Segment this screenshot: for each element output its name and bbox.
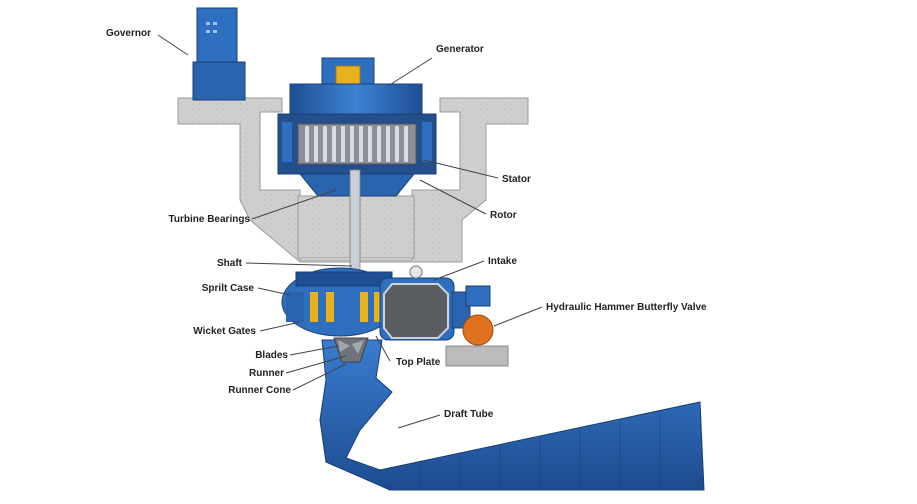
label-shaft: Shaft — [217, 258, 242, 269]
label-generator: Generator — [436, 44, 484, 55]
label-runner-cone: Runner Cone — [228, 385, 291, 396]
label-wicket-gates: Wicket Gates — [193, 326, 256, 337]
label-draft-tube: Draft Tube — [444, 409, 494, 420]
label-blades: Blades — [255, 350, 288, 361]
turbine-shaft — [349, 169, 361, 271]
butterfly-valve — [445, 285, 509, 367]
governor-cabinet — [192, 7, 246, 101]
label-butterfly-valve: Hydraulic Hammer Butterfly Valve — [546, 302, 707, 313]
label-stator: Stator — [502, 174, 531, 185]
label-top-plate: Top Plate — [396, 357, 441, 368]
label-rotor: Rotor — [490, 210, 517, 221]
runner — [333, 337, 369, 363]
spiral-case — [281, 267, 399, 337]
generator-housing — [277, 57, 437, 197]
label-runner: Runner — [249, 368, 284, 379]
label-turbine-bearings: Turbine Bearings — [168, 214, 251, 225]
label-governor: Governor — [105, 28, 151, 39]
draft-tube — [319, 339, 705, 491]
intake-valve — [379, 265, 471, 341]
label-intake: Intake — [488, 256, 517, 267]
leader-lines — [157, 34, 543, 429]
label-spiral-case: Sprilt Case — [201, 283, 254, 294]
